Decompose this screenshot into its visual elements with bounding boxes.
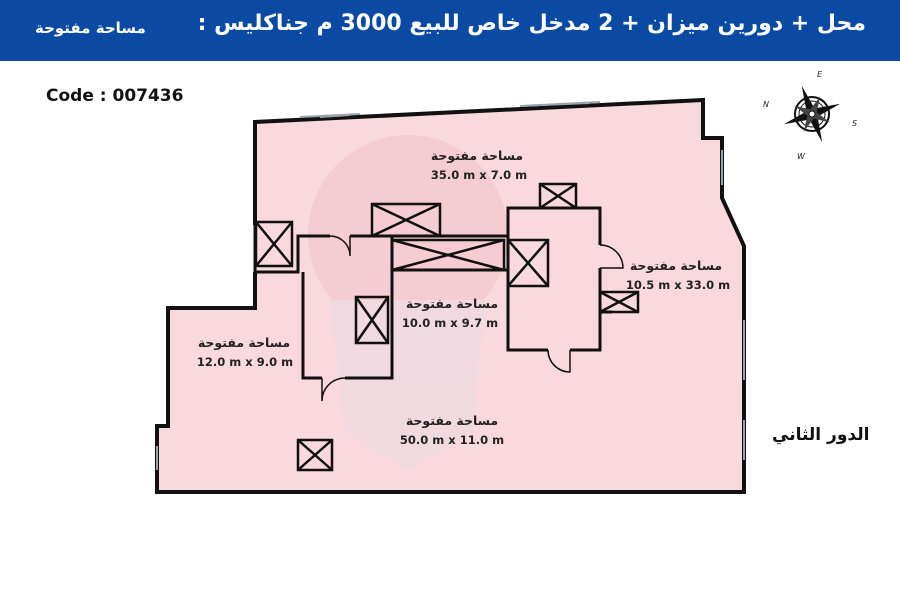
room-name: مساحة مفتوحة (406, 413, 498, 428)
compass-icon (783, 85, 841, 143)
room-dims: 50.0 m x 11.0 m (400, 433, 504, 447)
shaft-box (354, 295, 390, 345)
room-dims: 12.0 m x 9.0 m (197, 355, 293, 369)
header-banner: محل + دورين ميزان + 2 مدخل خاص للبيع 300… (0, 0, 900, 61)
compass-w: W (797, 152, 806, 161)
shaft-box (598, 290, 640, 314)
listing-code: Code : 007436 (46, 86, 184, 106)
shaft-box (538, 182, 578, 210)
listing-title: محل + دورين ميزان + 2 مدخل خاص للبيع 300… (197, 11, 866, 36)
shaft-box (506, 238, 550, 288)
shaft-box (254, 220, 294, 268)
room-dims: 10.5 m x 33.0 m (626, 278, 730, 292)
room-name: مساحة مفتوحة (431, 148, 523, 163)
room-name: مساحة مفتوحة (630, 258, 722, 273)
shaft-box (390, 238, 506, 272)
shaft-box (370, 202, 442, 238)
compass-n: N (763, 100, 769, 109)
shaft-boxes (254, 182, 640, 472)
room-dims: 10.0 m x 9.7 m (402, 316, 498, 330)
shaft-box (296, 438, 334, 472)
floor-area (157, 100, 744, 492)
room-labels: مساحة مفتوحة 35.0 m x 7.0 m مساحة مفتوحة… (197, 148, 730, 447)
compass-e: E (817, 70, 823, 79)
listing-subtitle: مساحة مفتوحة (35, 19, 146, 37)
doors (321, 235, 624, 402)
windows (156, 101, 745, 470)
room-name: مساحة مفتوحة (406, 296, 498, 311)
room-name: مساحة مفتوحة (198, 335, 290, 350)
room-dims: 35.0 m x 7.0 m (431, 168, 527, 182)
compass-s: S (852, 119, 857, 128)
floor-label: الدور الثاني (772, 425, 870, 445)
